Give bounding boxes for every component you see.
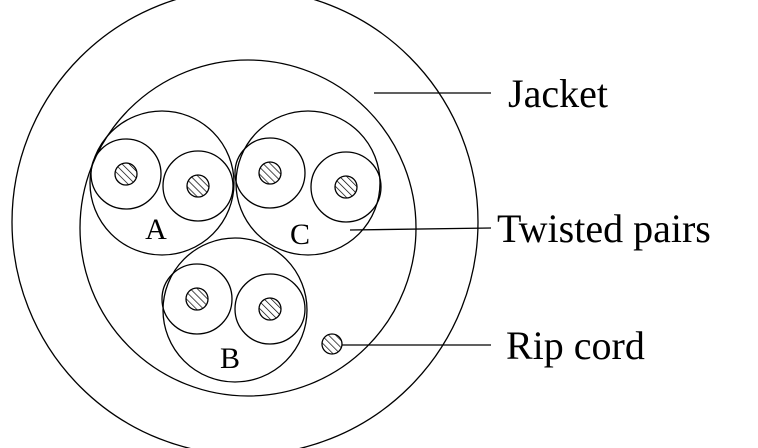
pair-c-wire-2-conductor — [334, 175, 358, 199]
pair-b-wire-1-conductor — [185, 287, 209, 311]
twisted-pair-b: B — [161, 237, 308, 383]
pair-b-label: B — [220, 342, 240, 375]
pair-c-label: C — [290, 218, 310, 251]
pair-c-wire-1-conductor — [258, 161, 282, 185]
jacket-label: Jacket — [508, 71, 608, 116]
core-inner-circle — [79, 59, 417, 397]
pair-b-wire-2-insulation — [234, 273, 306, 345]
pair-b-wire-1-insulation — [161, 263, 233, 335]
twisted-pairs-leader-line — [349, 227, 492, 231]
pair-c-wire-1-insulation — [234, 137, 306, 209]
twisted-pair-c: C — [234, 110, 382, 256]
pair-a-wire-1-insulation — [90, 138, 162, 210]
pair-b-wire-2-conductor — [258, 297, 282, 321]
rip-cord-circle — [321, 333, 343, 355]
rip-cord-label: Rip cord — [506, 323, 645, 368]
twisted-pairs-label: Twisted pairs — [497, 206, 711, 251]
pair-a-wire-1-conductor — [114, 162, 138, 186]
pair-b-outer-circle — [162, 237, 308, 383]
pair-a-wire-2-insulation — [162, 150, 234, 222]
pair-a-label: A — [145, 213, 167, 246]
pair-a-outer-circle — [89, 110, 235, 256]
pair-a-wire-2-conductor — [186, 174, 210, 198]
pair-c-wire-2-insulation — [310, 151, 382, 223]
twisted-pair-a: A — [89, 110, 235, 256]
jacket-outer-circle — [11, 0, 479, 448]
